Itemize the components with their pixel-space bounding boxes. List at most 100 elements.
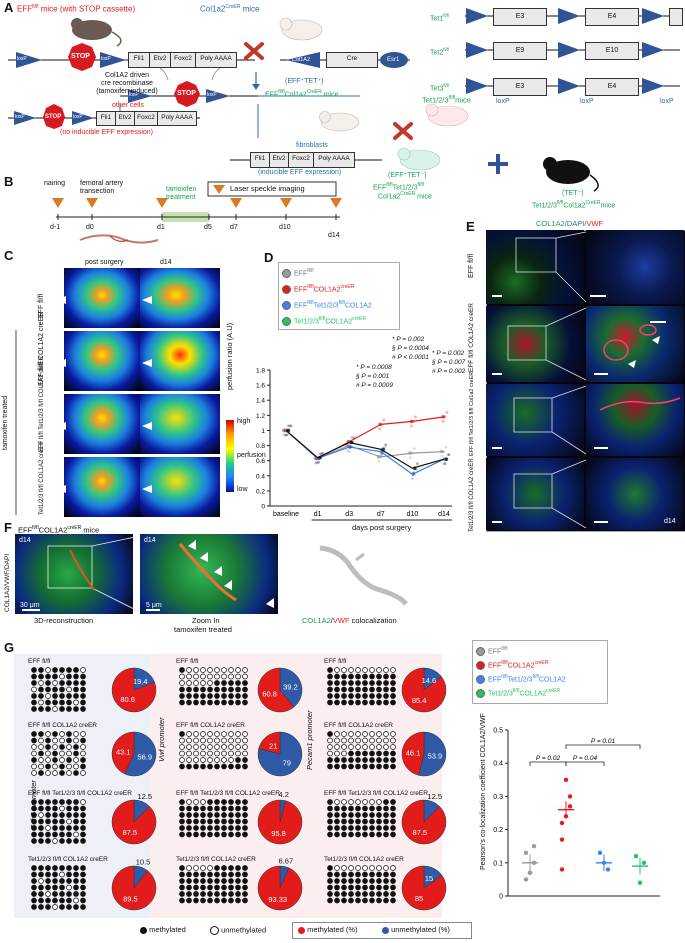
cpg-methylated [390, 831, 396, 838]
cpg-methylated [362, 750, 368, 757]
cpg-methylated [221, 805, 227, 812]
cpg-methylated [334, 757, 340, 763]
cpg-methylated [376, 812, 382, 818]
series-point [381, 447, 385, 452]
panel-label-c: C [4, 248, 14, 263]
cpg-methylated [362, 680, 368, 686]
cpg-unmethylated [52, 770, 58, 776]
cpg-unmethylated [207, 757, 213, 763]
stat-0-1: § P = 0.001 [356, 373, 390, 380]
cpg-methylated [214, 763, 220, 770]
replicate-point [314, 461, 317, 465]
no-inducible-label: (no inducible EFF expression) [60, 129, 153, 136]
cpg-methylated [52, 693, 58, 699]
cpg-methylated [200, 878, 206, 884]
cpg-methylated [348, 818, 354, 825]
g2-y-tick-label: 0.5 [493, 728, 503, 735]
cpg-unmethylated [207, 865, 213, 871]
cpg-methylated [235, 763, 241, 770]
cpg-methylated [228, 799, 234, 805]
nairing-label: nairing [44, 180, 66, 187]
cpg-methylated [31, 838, 37, 844]
cpg-methylated [45, 838, 51, 844]
pie-label-unmethylated: 14.6 [422, 676, 437, 685]
efftet-neg-line3: Col1a2CreER mice [378, 191, 432, 201]
cpg-methylated [45, 818, 51, 825]
cpg-methylated [376, 673, 382, 680]
cpg-methylated [200, 805, 206, 812]
replicate-point [414, 466, 417, 470]
cpg-methylated [193, 699, 199, 706]
efftet-neg-label: (EFF⁺TET⁻) [388, 172, 427, 179]
cpg-methylated [73, 871, 79, 878]
cpg-methylated [376, 693, 382, 699]
cpg-methylated [73, 865, 79, 871]
loxp-tet-3: loxP [660, 98, 674, 105]
cpg-methylated [38, 770, 44, 776]
cpg-unmethylated [221, 737, 227, 744]
pie-label-methylated: 85.4 [412, 696, 427, 705]
pie-slice-methylated [111, 731, 135, 775]
cpg-methylated [186, 831, 192, 838]
cpg-methylated [200, 825, 206, 831]
cpg-methylated [334, 825, 340, 831]
cpg-methylated [31, 693, 37, 699]
cpg-methylated [334, 831, 340, 838]
cpg-methylated [334, 891, 340, 897]
cpg-methylated [242, 897, 248, 904]
cpg-methylated [214, 884, 220, 891]
cpg-methylated [341, 699, 347, 706]
cpg-methylated [327, 757, 333, 763]
cpg-methylated [362, 673, 368, 680]
mouse-icon-tet-neg [543, 157, 599, 192]
cpg-methylated [45, 737, 51, 744]
perfusion-image-tet-d14 [140, 457, 220, 517]
pie-slice-methylated [111, 865, 157, 911]
replicate-point [379, 455, 383, 459]
cpg-unmethylated [200, 673, 206, 680]
cpg-unmethylated [221, 673, 227, 680]
replicate-point [411, 477, 414, 481]
cpg-unmethylated [376, 731, 382, 737]
g2-point [567, 794, 573, 799]
cpg-unmethylated [376, 667, 382, 673]
replicate-point [440, 454, 444, 458]
panel-f-d14-1: d14 [19, 537, 31, 544]
cpg-unmethylated [235, 737, 241, 744]
g2-y-tick-label: 0.2 [493, 827, 503, 834]
cpg-methylated [327, 799, 333, 805]
cpg-unmethylated [214, 667, 220, 673]
series-point [441, 415, 446, 419]
cpg-methylated [390, 763, 396, 770]
cpg-methylated [45, 865, 51, 871]
cpg-unmethylated [242, 750, 248, 757]
panel-label-f: F [4, 520, 12, 535]
cpg-methylated [348, 891, 354, 897]
cpg-methylated [66, 871, 72, 878]
cpg-unmethylated [207, 750, 213, 757]
cpg-methylated [235, 871, 241, 878]
cpg-methylated [45, 871, 51, 878]
cpg-methylated [327, 731, 333, 737]
cpg-unmethylated [390, 737, 396, 744]
cpg-methylated [59, 667, 65, 673]
cpg-methylated [341, 831, 347, 838]
cpg-methylated [221, 884, 227, 891]
cpg-methylated [207, 686, 213, 693]
cpg-methylated [179, 897, 185, 904]
cpg-methylated [235, 865, 241, 871]
mouse-icon-efftet-neg [397, 147, 441, 171]
pie-slice-methylated [257, 667, 295, 713]
panel-f-scale-2: 5 μm [146, 602, 162, 609]
cpg-methylated [242, 680, 248, 686]
cpg-methylated [242, 757, 248, 763]
cpg-unmethylated [362, 865, 368, 871]
cpg-methylated [73, 744, 79, 750]
panel-f-cap2b: tamoxifen treated [174, 625, 232, 634]
perfusion-image-eff-d14 [140, 268, 220, 328]
cpg-methylated [327, 763, 333, 770]
cpg-unmethylated [193, 731, 199, 737]
cpg-methylated [383, 750, 389, 757]
cpg-methylated [362, 818, 368, 825]
cpg-methylated [390, 812, 396, 818]
